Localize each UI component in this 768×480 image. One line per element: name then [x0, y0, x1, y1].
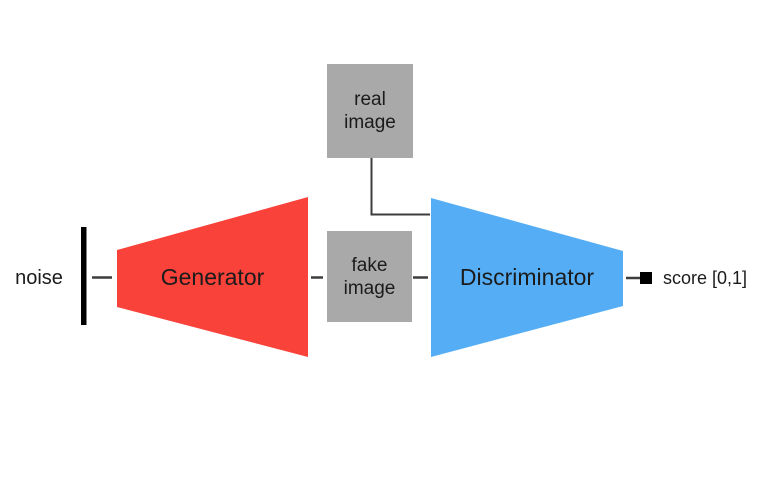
noise-input-bar — [81, 227, 87, 325]
discriminator-label: Discriminator — [459, 264, 595, 290]
score-label: score [0,1] — [663, 268, 748, 288]
noise-label: noise — [15, 267, 63, 289]
fake-image-box — [327, 231, 412, 322]
real-image-to-discriminator-connector — [370, 158, 430, 216]
generator-label: Generator — [160, 264, 265, 290]
real-image-label: real image — [344, 89, 396, 133]
score-output-square-icon — [640, 272, 652, 284]
discriminator-trapezoid — [431, 198, 623, 357]
real-image-box — [327, 64, 413, 158]
fake-image-label: fake image — [343, 255, 396, 299]
generator-trapezoid — [117, 197, 308, 357]
